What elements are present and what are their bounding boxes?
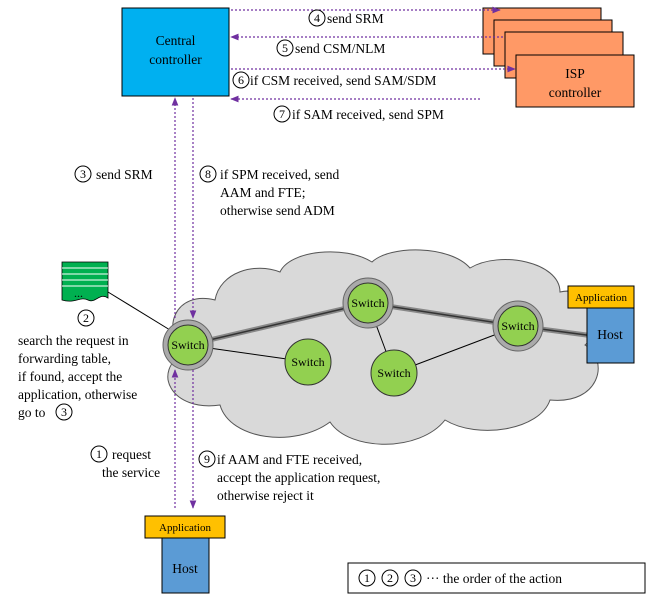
switch-bottom-label: Switch bbox=[377, 366, 410, 380]
step-3-circle bbox=[74, 165, 92, 183]
step-1-circle bbox=[90, 445, 108, 463]
legend-number-1: 1 bbox=[364, 571, 370, 585]
step-6-number: 6 bbox=[238, 73, 244, 87]
step-2-text-4: application, otherwise bbox=[18, 387, 137, 402]
step-2-ref-number: 3 bbox=[61, 405, 67, 419]
step-6-circle bbox=[232, 71, 250, 89]
step-8-text-3: otherwise send ADM bbox=[220, 203, 335, 218]
step-9-text-3: otherwise reject it bbox=[217, 488, 314, 503]
step-9-circle bbox=[198, 450, 216, 468]
bottom-application-label: Application bbox=[159, 522, 211, 534]
legend-number-3: 3 bbox=[410, 571, 416, 585]
step-5-text: send CSM/NLM bbox=[295, 41, 385, 56]
step-7-text: if SAM received, send SPM bbox=[292, 107, 444, 122]
bottom-host-box[interactable] bbox=[161, 537, 210, 594]
step-2-circle bbox=[77, 309, 95, 327]
step-2-number: 2 bbox=[83, 311, 89, 325]
step-8-circle bbox=[199, 165, 217, 183]
step-8-text-1: if SPM received, send bbox=[220, 167, 339, 182]
table-pointer-line bbox=[107, 291, 171, 331]
step-2-text-3: if found, accept the bbox=[18, 369, 122, 384]
right-host-label: Host bbox=[597, 327, 623, 342]
step-3-text: send SRM bbox=[96, 167, 153, 182]
central-controller-label-2: controller bbox=[149, 52, 202, 67]
switch-top[interactable] bbox=[342, 277, 394, 329]
step-4-number: 4 bbox=[314, 11, 320, 25]
step-4-text: send SRM bbox=[327, 11, 384, 26]
step-1-text-2: the service bbox=[102, 465, 160, 480]
step-2-text-2: forwarding table, bbox=[18, 351, 111, 366]
step-6-text: if CSM received, send SAM/SDM bbox=[250, 73, 436, 88]
step-1-number: 1 bbox=[96, 447, 102, 461]
legend-number-2: 2 bbox=[387, 571, 393, 585]
legend-circle-3 bbox=[404, 569, 422, 587]
legend-circle-1 bbox=[358, 569, 376, 587]
step-9-text-1: if AAM and FTE received, bbox=[217, 452, 362, 467]
legend-circle-2 bbox=[381, 569, 399, 587]
forwarding-table-icon bbox=[61, 261, 109, 302]
switch-bottom[interactable] bbox=[370, 349, 418, 397]
switch-left-label: Switch bbox=[171, 338, 204, 352]
step-7-circle bbox=[273, 105, 291, 123]
step-9-text-2: accept the application request, bbox=[217, 470, 380, 485]
step-8-text-2: AAM and FTE; bbox=[220, 185, 306, 200]
isp-controller-stack[interactable] bbox=[482, 7, 635, 108]
switch-left[interactable] bbox=[162, 319, 214, 371]
switch-right-label: Switch bbox=[501, 319, 534, 333]
network-cloud bbox=[167, 249, 599, 445]
isp-controller-label-2: controller bbox=[549, 85, 602, 100]
step-2-ref-circle bbox=[55, 403, 73, 421]
right-application-label: Application bbox=[575, 292, 627, 304]
right-host-box[interactable] bbox=[586, 307, 635, 364]
bottom-host-label: Host bbox=[172, 561, 198, 576]
central-controller-label-1: Central bbox=[156, 33, 196, 48]
isp-controller-label-1: ISP bbox=[565, 66, 585, 81]
step-8-number: 8 bbox=[205, 167, 211, 181]
step-9-number: 9 bbox=[204, 452, 210, 466]
step-5-number: 5 bbox=[282, 41, 288, 55]
step-5-circle bbox=[276, 39, 294, 57]
switch-right[interactable] bbox=[492, 300, 544, 352]
switch-middle[interactable] bbox=[284, 338, 332, 386]
step-4-circle bbox=[308, 9, 326, 27]
step-7-number: 7 bbox=[279, 107, 285, 121]
step-3-number: 3 bbox=[80, 167, 86, 181]
step-1-text-1: request bbox=[112, 447, 151, 462]
switch-top-label: Switch bbox=[351, 296, 384, 310]
step-2-text-1: search the request in bbox=[18, 333, 129, 348]
central-controller-box[interactable] bbox=[121, 7, 230, 97]
switch-middle-label: Switch bbox=[291, 355, 324, 369]
step-2-text-5: go to bbox=[18, 405, 46, 420]
legend-text: ··· the order of the action bbox=[426, 571, 562, 586]
forwarding-table-dots: ... bbox=[74, 286, 83, 300]
